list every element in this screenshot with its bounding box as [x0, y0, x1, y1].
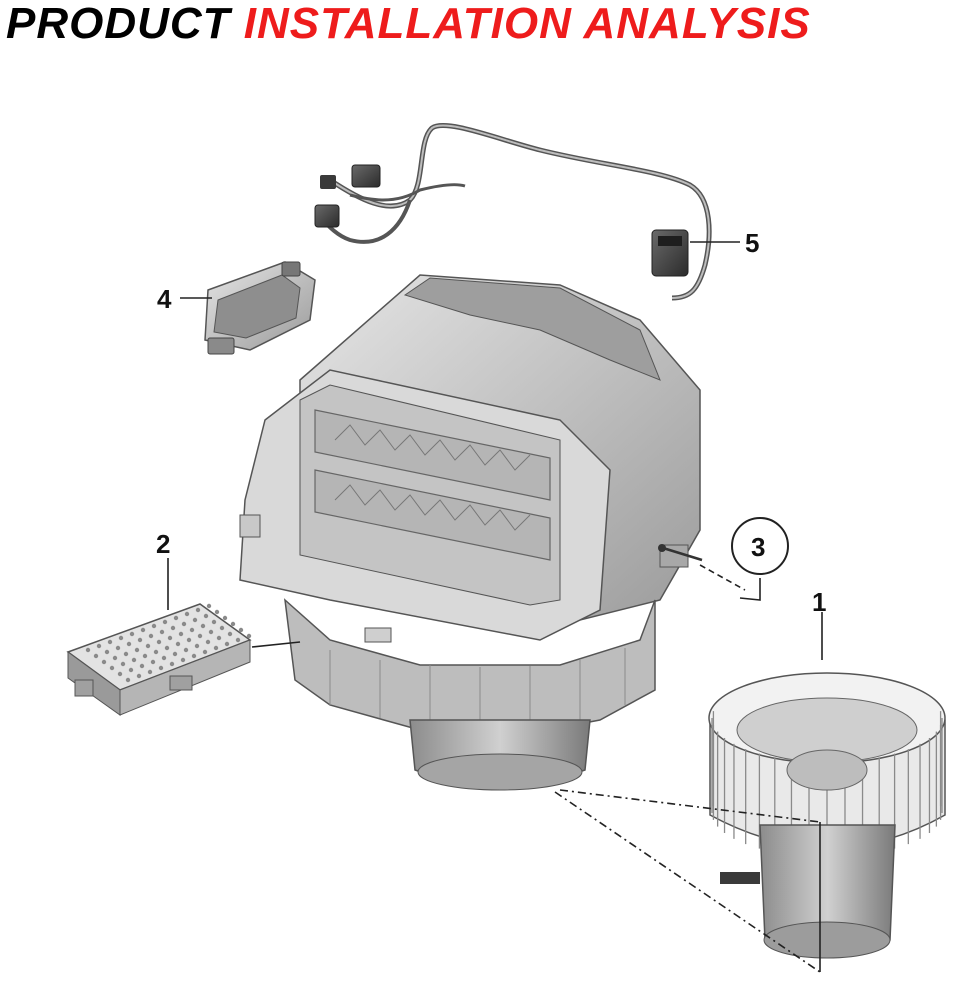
actuator-icon: [204, 261, 316, 355]
callout-4: 4: [157, 284, 172, 314]
title-part-product: PRODUCT: [6, 0, 231, 48]
blower-housing-icon: [239, 274, 701, 791]
callout-2: 2: [156, 529, 170, 559]
callout-1: 1: [812, 587, 826, 617]
mounting-screw-icon: [658, 544, 703, 562]
blower-motor-fan-icon: [708, 672, 946, 959]
title-part-installation-analysis: INSTALLATION ANALYSIS: [243, 0, 811, 48]
wiring-harness-icon: [314, 122, 712, 301]
callout-3-circle: [731, 517, 789, 575]
page-title: PRODUCT INSTALLATION ANALYSIS: [6, 0, 811, 48]
resistor-module-icon: [66, 603, 252, 716]
callout-3: 3: [751, 532, 765, 562]
leader-lines: [167, 241, 823, 973]
callout-5: 5: [745, 228, 759, 258]
